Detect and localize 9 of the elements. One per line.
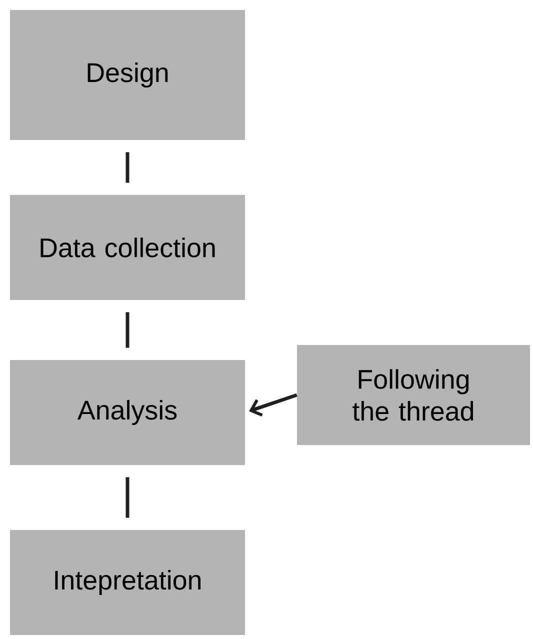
process-box: Analysis [10, 360, 245, 465]
process-box: Following the thread [297, 345, 530, 445]
connector-line [126, 477, 130, 518]
arrow [248, 393, 298, 417]
process-box: Intepretation [10, 530, 245, 635]
process-box: Data collection [10, 195, 245, 300]
connector-line [126, 312, 130, 348]
process-box: Design [10, 10, 245, 140]
connector-line [126, 152, 130, 183]
